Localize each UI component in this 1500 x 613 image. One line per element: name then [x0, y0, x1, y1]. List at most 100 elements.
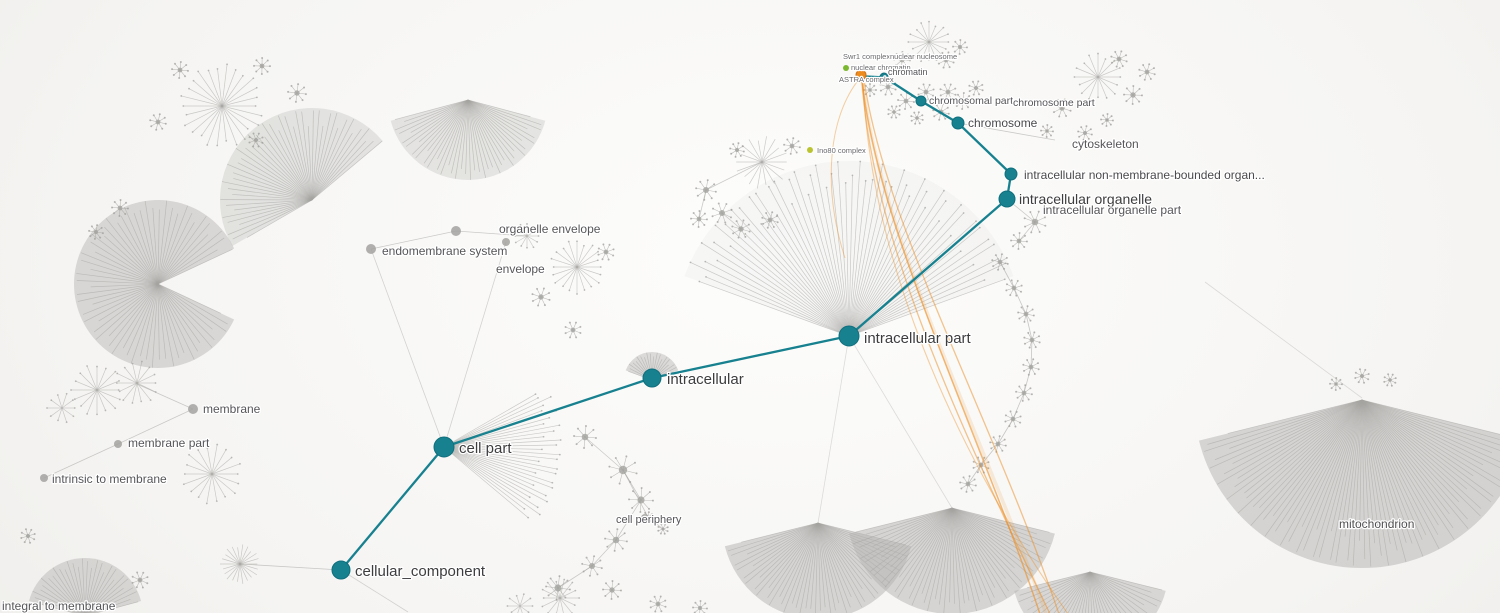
node-intracellular[interactable] — [642, 368, 662, 388]
gray-edge — [957, 122, 1056, 141]
term-flower — [649, 595, 667, 613]
term-cluster — [115, 360, 157, 404]
label-cellular-component[interactable]: cellular_component — [354, 562, 487, 582]
label-ino80-complex[interactable]: Ino80 complex — [816, 145, 868, 157]
node-intracellular-non-membrane-bounded-organelle[interactable] — [1004, 167, 1018, 181]
term-flower — [20, 528, 36, 544]
node-focus-orange[interactable] — [855, 69, 867, 81]
node-intracellular-organelle[interactable] — [998, 190, 1016, 208]
term-flower — [1077, 125, 1093, 141]
label-intracellular-organelle[interactable]: intracellular organelle — [1018, 190, 1154, 209]
selected-path-edge — [883, 76, 922, 102]
gray-node[interactable] — [188, 404, 198, 414]
label-intracellular-organelle-part[interactable]: intracellular organelle part — [1042, 202, 1183, 219]
term-flower — [954, 92, 972, 110]
gray-edge — [239, 563, 342, 571]
gray-graph-edges — [43, 122, 1363, 613]
label-intracellular[interactable]: intracellular — [666, 370, 745, 390]
gray-edge — [817, 335, 850, 524]
label-intrinsic-to-membrane[interactable]: intrinsic to membrane — [51, 471, 169, 488]
term-flower — [1022, 358, 1040, 376]
gray-edge — [340, 569, 409, 613]
term-cluster — [220, 108, 383, 247]
label-swr1-complex[interactable]: Swr1 complex — [842, 51, 892, 63]
term-flower — [783, 137, 801, 155]
gray-edge — [647, 516, 664, 530]
label-intracellular-part[interactable]: intracellular part — [863, 329, 973, 349]
gray-edge — [117, 408, 194, 445]
gray-node[interactable] — [114, 440, 122, 448]
term-cluster — [220, 544, 259, 584]
term-flower — [248, 132, 264, 148]
label-integral-to-membrane[interactable]: integral to membrane — [1, 598, 117, 613]
node-intracellular-part[interactable] — [838, 325, 860, 347]
term-flower — [597, 243, 615, 261]
term-cluster — [443, 393, 562, 519]
go-term-leaf-clusters — [28, 20, 1500, 613]
term-cluster — [736, 136, 787, 189]
term-flower — [991, 253, 1009, 271]
label-endomembrane-system[interactable]: endomembrane system — [381, 243, 509, 260]
term-flower — [692, 600, 708, 613]
node-cell-part[interactable] — [433, 436, 455, 458]
term-cluster — [182, 443, 241, 505]
term-cluster — [390, 99, 546, 180]
label-nuclear-chromatin[interactable]: nuclear chromatin — [850, 62, 912, 74]
term-cluster — [46, 392, 76, 424]
term-flower — [1354, 368, 1370, 384]
term-flower — [1138, 63, 1156, 81]
term-flower — [937, 51, 955, 69]
term-cluster — [506, 593, 534, 613]
label-envelope[interactable]: envelope — [495, 261, 547, 278]
gray-node[interactable] — [40, 474, 48, 482]
term-flower — [910, 111, 924, 125]
label-astra-complex[interactable]: ASTRA complex — [838, 74, 895, 86]
term-flower — [939, 83, 957, 101]
term-cluster — [1014, 571, 1166, 613]
label-chromosome-part[interactable]: chromosome part — [1012, 96, 1096, 111]
label-chromosome[interactable]: chromosome — [967, 115, 1039, 132]
highlight-orange-edges — [830, 77, 1068, 613]
gray-node[interactable] — [451, 226, 461, 236]
gray-edge — [1204, 281, 1363, 399]
node-chromatin[interactable] — [879, 72, 889, 82]
label-membrane[interactable]: membrane — [202, 401, 262, 418]
term-flower — [1004, 410, 1022, 428]
node-chromosomal-part[interactable] — [915, 95, 927, 107]
node-cellular-component[interactable] — [331, 560, 351, 580]
label-intracellular-non-membrane-bounded-organ[interactable]: intracellular non-membrane-bounded organ… — [1023, 167, 1266, 184]
gray-edge — [705, 161, 763, 191]
label-nuclear-nucleosome[interactable]: nuclear nucleosome — [889, 51, 959, 63]
node-chromosome[interactable] — [951, 116, 965, 130]
label-organelle-envelope[interactable]: organelle envelope — [498, 221, 602, 238]
gray-node[interactable] — [502, 238, 510, 246]
term-cluster — [514, 222, 540, 249]
term-flower — [690, 210, 708, 228]
gray-node[interactable] — [366, 244, 376, 254]
label-cell-part[interactable]: cell part — [458, 439, 514, 459]
label-membrane-part[interactable]: membrane part — [127, 435, 212, 452]
term-flower — [88, 224, 104, 240]
label-mitochondrion[interactable]: mitochondrion — [1338, 516, 1416, 533]
term-flower — [1023, 210, 1047, 234]
term-flower — [131, 571, 149, 589]
selected-path-edge — [651, 334, 850, 380]
label-chromosomal-part[interactable]: chromosomal part — [928, 94, 1015, 109]
term-flower — [761, 211, 779, 229]
label-cytoskeleton[interactable]: cytoskeleton — [1071, 136, 1140, 153]
gray-edge — [455, 230, 528, 237]
node-small-colored[interactable] — [843, 65, 849, 71]
term-cluster — [1198, 399, 1500, 569]
term-cluster — [907, 20, 950, 63]
label-cell-periphery[interactable]: cell periphery — [615, 513, 683, 528]
term-flower — [657, 523, 669, 535]
term-cluster — [684, 160, 1014, 337]
node-small-colored[interactable] — [807, 147, 813, 153]
selected-path[interactable] — [331, 65, 1018, 580]
orange-edge — [863, 79, 1060, 613]
term-cluster — [70, 365, 121, 416]
gray-node[interactable] — [641, 514, 649, 522]
label-chromatin[interactable]: chromatin — [887, 66, 929, 79]
